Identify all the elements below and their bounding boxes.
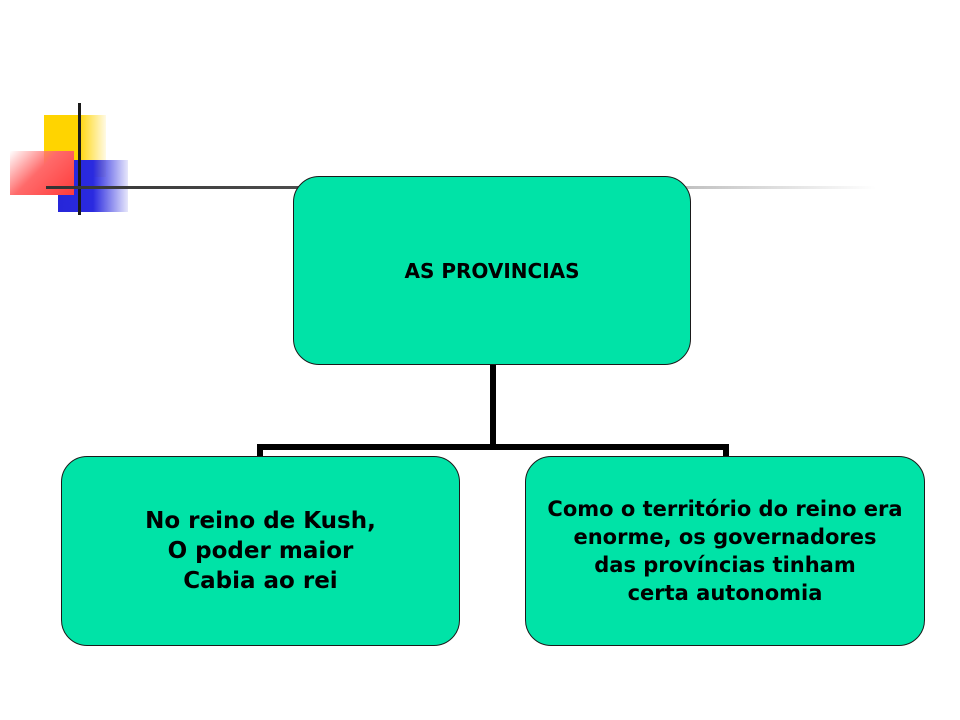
- left-connector-drop: [257, 444, 263, 457]
- right-connector-drop: [723, 444, 729, 457]
- connector-bar: [257, 444, 729, 450]
- child-node-right-label: Como o território do reino era enorme, o…: [547, 497, 903, 605]
- child-node-right: Como o território do reino era enorme, o…: [525, 456, 925, 646]
- vertical-rule-decoration: [78, 103, 81, 215]
- root-node: AS PROVINCIAS: [293, 176, 691, 365]
- root-node-label: AS PROVINCIAS: [404, 258, 580, 283]
- child-node-left: No reino de Kush, O poder maior Cabia ao…: [61, 456, 460, 646]
- child-node-left-label: No reino de Kush, O poder maior Cabia ao…: [145, 508, 376, 594]
- root-connector-stem: [490, 365, 496, 447]
